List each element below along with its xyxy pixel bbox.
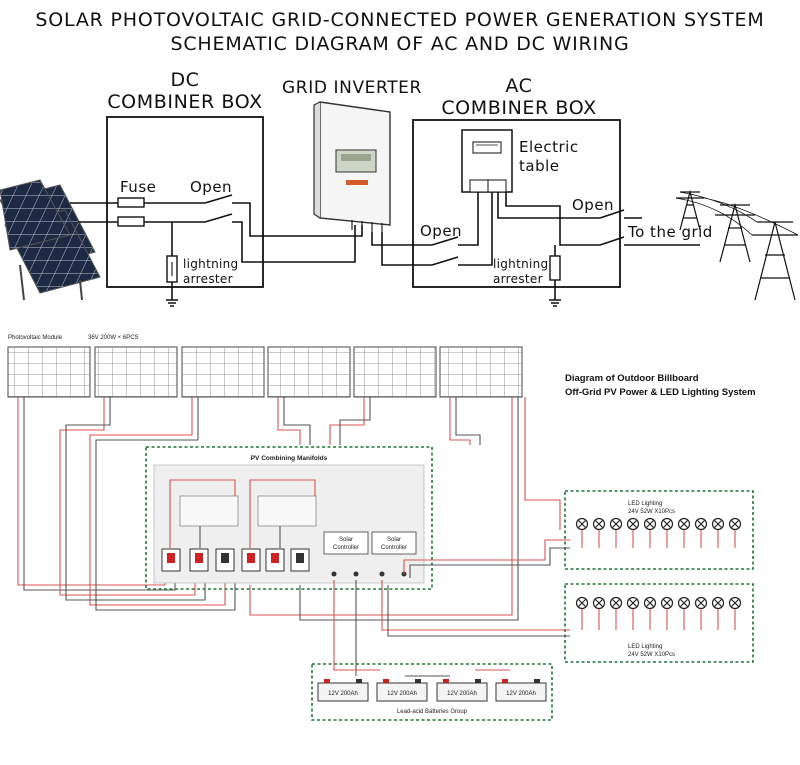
ac-open-left-label: Open	[420, 222, 462, 240]
pv-module-2	[94, 346, 178, 398]
controller-2-label-2: Controller	[381, 545, 407, 551]
led-lamp-icon	[728, 517, 742, 531]
battery-label: 12V 200Ah	[447, 691, 477, 697]
led-lamp-icon	[609, 596, 623, 610]
battery-wiring	[333, 580, 510, 677]
led-lamp-icon	[660, 517, 674, 531]
inverter-label: GRID INVERTER	[282, 78, 422, 98]
battery-unit: 12V 200Ah	[317, 679, 369, 702]
led-bottom-lamps	[575, 596, 742, 630]
led-lamp-icon	[609, 517, 623, 531]
ac-wiring	[371, 192, 700, 307]
dc-arrester-label-2: arrester	[183, 272, 233, 286]
offgrid-caption-2: Off-Grid PV Power & LED Lighting System	[565, 387, 756, 398]
battery-units: 12V 200Ah 12V 200Ah 12V 200Ah 12V 200Ah	[317, 679, 547, 702]
led-lamp-icon	[711, 596, 725, 610]
dc-arrester-label-1: lightning	[183, 257, 238, 271]
solar-controller-2: Solar Controller	[371, 531, 417, 555]
grid-inverter	[313, 101, 391, 232]
led-lamp-icon	[575, 596, 589, 610]
led-lamp-icon	[592, 517, 606, 531]
fuse-1	[117, 197, 145, 208]
controller-1-label-2: Controller	[333, 545, 359, 551]
fuse-label: Fuse	[120, 178, 156, 196]
led-lamp-icon	[575, 517, 589, 531]
battery-label: 12V 200Ah	[506, 691, 536, 697]
electric-meter	[461, 129, 513, 193]
pv-module-5	[353, 346, 437, 398]
dc-combiner-box	[106, 116, 264, 288]
solar-panel-array	[0, 179, 101, 301]
pv-module-6	[439, 346, 523, 398]
meter-label-2: table	[519, 157, 560, 175]
inverter-logo	[346, 180, 368, 185]
battery-unit: 12V 200Ah	[436, 679, 488, 702]
solar-controller-1: Solar Controller	[323, 531, 369, 555]
meter-label-1: Electric	[519, 138, 579, 156]
controller-terminals	[331, 571, 407, 577]
ac-box-title-line-1: AC	[505, 75, 532, 97]
pv-combining-manifold	[145, 446, 433, 590]
led-lamp-icon	[694, 596, 708, 610]
pv-module-row	[7, 346, 523, 398]
led-lamp-icon	[694, 517, 708, 531]
pv-module-3	[181, 346, 265, 398]
controller-1-label-1: Solar	[339, 537, 353, 543]
fuse-2	[117, 216, 145, 227]
ac-arrester-label-1: lightning	[493, 257, 548, 271]
led-lamp-icon	[643, 596, 657, 610]
manifold-internals	[169, 479, 317, 548]
module-spec: 36V 200W × 6PCS	[88, 335, 139, 341]
battery-unit: 12V 200Ah	[376, 679, 428, 702]
battery-label: 12V 200Ah	[328, 691, 358, 697]
led-lamp-icon	[626, 596, 640, 610]
led-top-label-1: LED Lighting	[628, 501, 662, 507]
led-bottom-label-2: 24V 52W X10Pcs	[628, 652, 675, 658]
grid-label: To the grid	[627, 223, 713, 241]
title-line-2: SCHEMATIC DIAGRAM OF AC AND DC WIRING	[171, 33, 630, 55]
battery-unit: 12V 200Ah	[495, 679, 547, 702]
battery-group-label: Lead-acid Batteries Group	[397, 709, 468, 715]
dc-switch-1	[204, 194, 233, 204]
pv-module-1	[7, 346, 91, 398]
led-lamp-icon	[626, 517, 640, 531]
manifold-label: PV Combining Manifolds	[251, 455, 328, 462]
led-group-bottom	[564, 583, 754, 663]
title-line-1: SOLAR PHOTOVOLTAIC GRID-CONNECTED POWER …	[35, 9, 764, 31]
led-lamp-icon	[592, 596, 606, 610]
dc-switch-2	[204, 213, 233, 223]
led-lamp-icon	[711, 517, 725, 531]
led-group-top	[564, 490, 754, 570]
led-lamp-icon	[660, 596, 674, 610]
led-lamp-icon	[677, 517, 691, 531]
transmission-towers	[675, 189, 799, 301]
led-top-label-2: 24V 52W X10Pcs	[628, 509, 675, 515]
dc-box-title-line-2: COMBINER BOX	[107, 91, 262, 113]
ac-open-right-label: Open	[572, 196, 614, 214]
ac-box-title-line-2: COMBINER BOX	[441, 97, 596, 119]
led-wiring	[381, 397, 570, 637]
led-lamp-icon	[643, 517, 657, 531]
led-lamp-icon	[677, 596, 691, 610]
dc-wiring	[70, 194, 363, 307]
ac-arrester-label-2: arrester	[493, 272, 543, 286]
led-lamp-icon	[728, 596, 742, 610]
led-top-lamps	[575, 517, 742, 548]
battery-label: 12V 200Ah	[387, 691, 417, 697]
pv-module-4	[267, 346, 351, 398]
offgrid-caption-1: Diagram of Outdoor Billboard	[565, 373, 699, 384]
ac-lightning-arrester	[549, 255, 561, 281]
ac-combiner-box	[412, 119, 621, 288]
led-bottom-label-1: LED Lighting	[628, 644, 662, 650]
module-label: Photovoltaic Module	[8, 335, 63, 341]
breakers	[161, 548, 310, 572]
battery-group	[311, 663, 553, 721]
controller-2-label-1: Solar	[387, 537, 401, 543]
dc-box-title-line-1: DC	[170, 69, 199, 91]
dc-open-label: Open	[190, 178, 232, 196]
